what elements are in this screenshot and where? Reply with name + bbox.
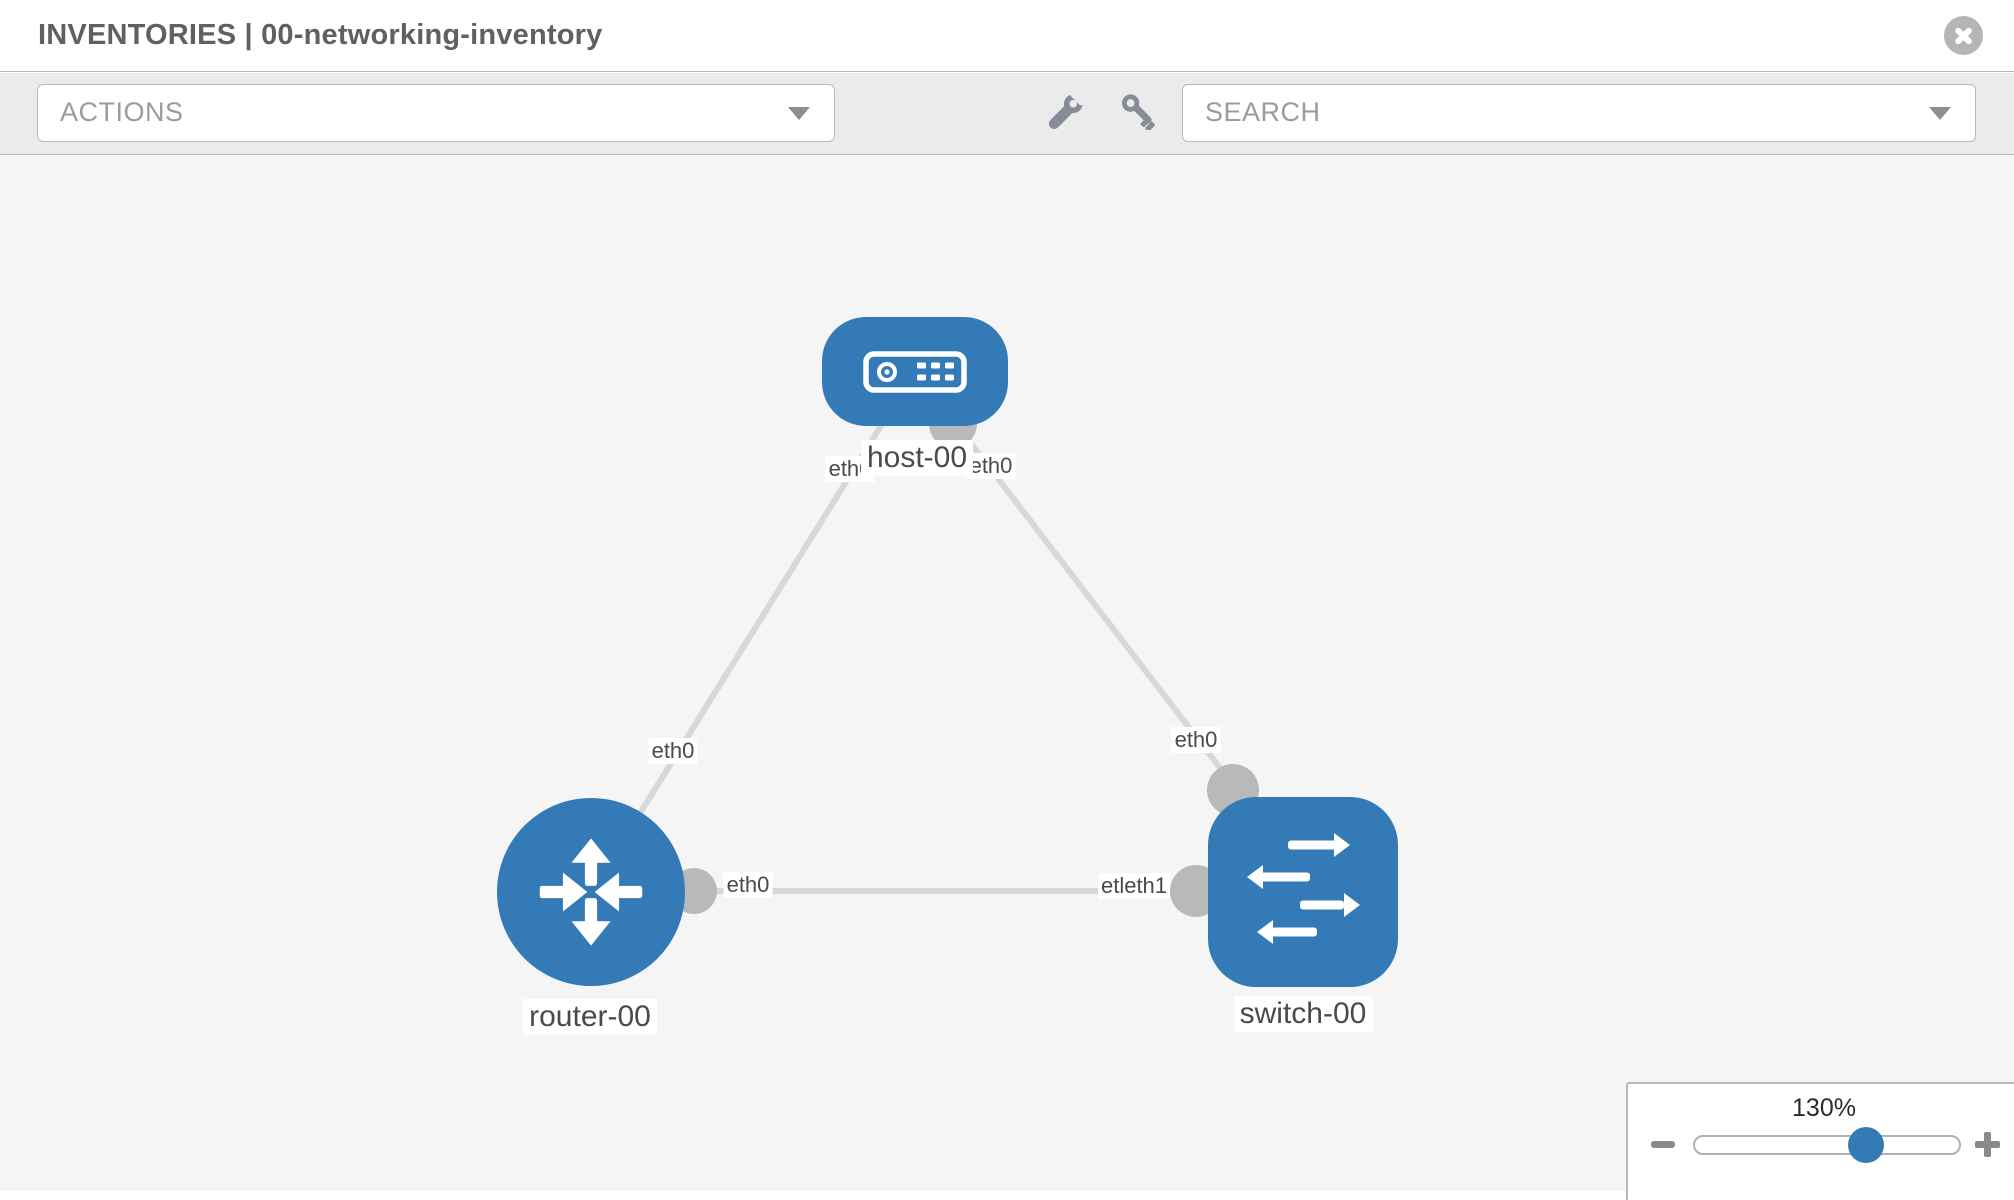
zoom-slider-thumb[interactable] — [1848, 1127, 1884, 1163]
router-icon — [539, 838, 643, 946]
links-layer — [588, 369, 1263, 917]
chevron-down-icon — [788, 107, 810, 120]
zoom-slider-track — [1693, 1135, 1961, 1155]
switch-icon — [1247, 833, 1360, 944]
interface-label: eth0 — [1171, 727, 1221, 753]
node-router-00[interactable] — [497, 798, 685, 986]
node-label-router: router-00 — [523, 999, 657, 1035]
configure-button[interactable] — [1042, 88, 1090, 136]
host-icon — [863, 350, 967, 393]
interface-label: eth0 — [966, 453, 1016, 479]
interface-label: eth0 — [648, 738, 698, 764]
node-host-00[interactable] — [822, 317, 1008, 426]
toolbar: ACTIONS — [0, 73, 2014, 155]
page-header: INVENTORIES | 00-networking-inventory — [0, 0, 2014, 72]
actions-dropdown[interactable]: ACTIONS — [37, 84, 835, 142]
credentials-button[interactable] — [1114, 88, 1162, 136]
interface-label: etleth1 — [1097, 873, 1171, 899]
actions-dropdown-label: ACTIONS — [60, 97, 184, 127]
search-dropdown-label: SEARCH — [1205, 97, 1321, 127]
minus-icon — [1651, 1141, 1675, 1148]
node-label-switch: switch-00 — [1233, 996, 1373, 1032]
topology-canvas[interactable]: eth0 eth0 eth0 eth0 eth0 etleth1 host-00… — [0, 155, 2014, 1191]
node-label-host: host-00 — [860, 440, 974, 476]
close-button[interactable] — [1944, 16, 1983, 55]
node-switch-00[interactable] — [1208, 797, 1398, 987]
zoom-panel: 130% — [1626, 1082, 2014, 1200]
wrench-icon — [1048, 88, 1087, 129]
zoom-slider[interactable] — [1693, 1122, 1961, 1168]
search-dropdown[interactable]: SEARCH — [1182, 84, 1976, 142]
zoom-out-button[interactable] — [1646, 1128, 1682, 1160]
chevron-down-icon — [1929, 107, 1951, 120]
key-icon — [1121, 93, 1155, 131]
page-title: INVENTORIES | 00-networking-inventory — [38, 19, 603, 51]
zoom-level: 130% — [1792, 1094, 1856, 1122]
interface-label: eth0 — [723, 872, 773, 898]
zoom-in-button[interactable] — [1968, 1121, 2006, 1167]
